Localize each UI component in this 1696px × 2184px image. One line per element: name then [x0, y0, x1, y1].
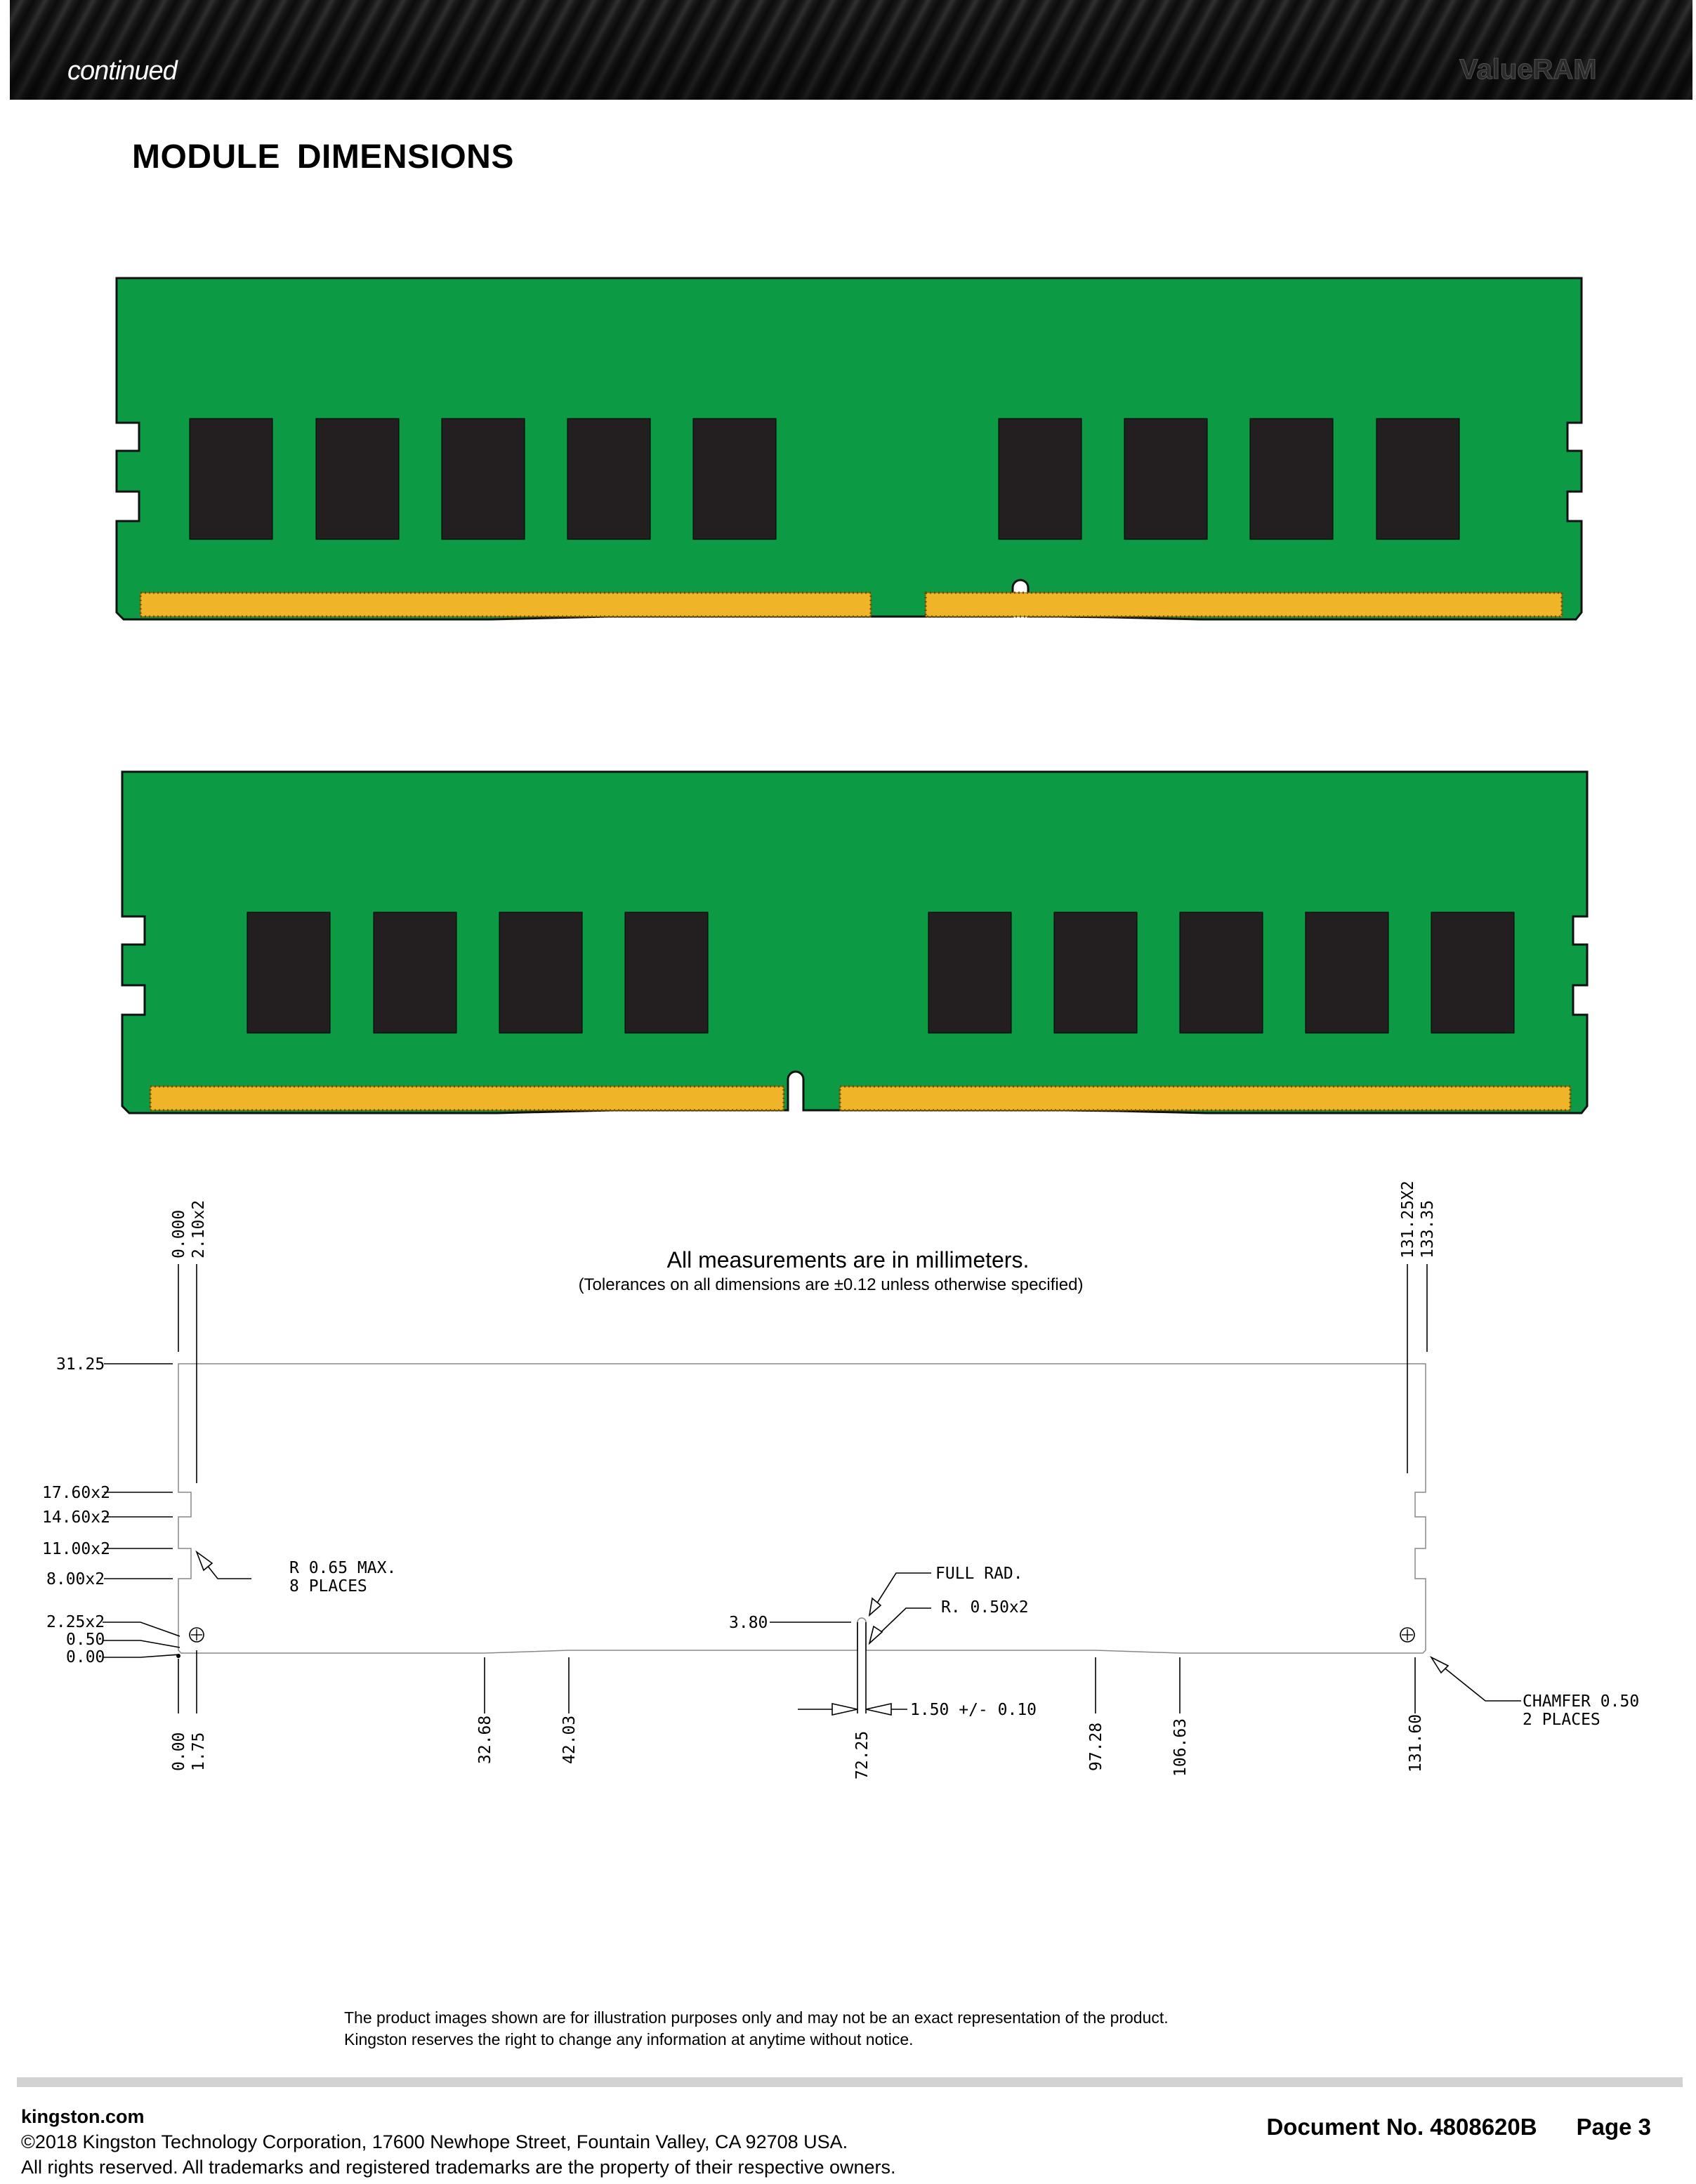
dim-left-11-00x2: 11.00x2: [42, 1540, 110, 1558]
dim-bottom-0-00: 0.00: [170, 1732, 188, 1771]
measurement-note: All measurements are in millimeters.: [666, 1247, 1030, 1272]
callout-chamfer-line2: 2 PLACES: [1523, 1711, 1600, 1729]
module-outline-drawing: [178, 1363, 1426, 1654]
dram-chip: [499, 912, 583, 1034]
dim-top-131-25x2: 131.25X2: [1399, 1180, 1417, 1258]
dim-left-0-50: 0.50: [66, 1631, 105, 1649]
dim-bottom-131-60: 131.60: [1407, 1714, 1425, 1772]
gold-contacts-left: [140, 592, 872, 617]
module-front-view: [115, 277, 1583, 621]
footer-left: kingston.com ©2018 Kingston Technology C…: [21, 2104, 896, 2180]
dram-chip: [1249, 418, 1334, 540]
dram-chip: [373, 912, 457, 1034]
dim-bottom-106-63: 106.63: [1171, 1718, 1190, 1777]
dram-chip: [928, 912, 1012, 1034]
dimension-drawing: 0.000 2.10x2 131.25X2 133.35 31.25 17.60…: [42, 1180, 1639, 1780]
disclaimer: The product images shown are for illustr…: [344, 2007, 1169, 2051]
section-title: MODULE DIMENSIONS: [132, 138, 514, 176]
dim-left-8-00x2: 8.00x2: [46, 1570, 105, 1588]
footer-copyright: ©2018 Kingston Technology Corporation, 1…: [21, 2131, 848, 2152]
dim-key-3-80: 3.80: [729, 1614, 768, 1632]
dram-chip: [1376, 418, 1460, 540]
disclaimer-line-2: Kingston reserves the right to change an…: [344, 2030, 914, 2048]
gold-contacts-right: [925, 592, 1563, 617]
dram-chip: [567, 418, 651, 540]
dim-left-2-25x2: 2.25x2: [46, 1613, 105, 1631]
footer-rights: All rights reserved. All trademarks and …: [21, 2157, 896, 2178]
dram-chip: [998, 418, 1082, 540]
callout-r065-line1: R 0.65 MAX.: [289, 1559, 396, 1577]
dim-left-14-60x2: 14.60x2: [42, 1508, 110, 1527]
dim-left-31-25: 31.25: [56, 1355, 105, 1374]
document-number: Document No. 4808620B: [1266, 2114, 1537, 2140]
dram-chip: [441, 418, 525, 540]
dim-left-0-00: 0.00: [66, 1648, 105, 1666]
dram-chip: [189, 418, 273, 540]
continued-label: continued: [67, 56, 178, 86]
callout-full-rad: FULL RAD.: [935, 1565, 1023, 1583]
header-banner: continued ValueRAM: [10, 0, 1692, 100]
valueram-logo: ValueRAM: [1459, 54, 1598, 86]
callout-r065-line2: 8 PLACES: [289, 1577, 367, 1596]
tolerance-note: (Tolerances on all dimensions are ±0.12 …: [578, 1275, 1084, 1294]
dram-chip: [1179, 912, 1263, 1034]
footer-site-link[interactable]: kingston.com: [21, 2106, 145, 2127]
dram-chip: [315, 418, 400, 540]
gold-contacts-left: [150, 1086, 784, 1111]
dim-bottom-1-75: 1.75: [190, 1732, 208, 1771]
dim-top-133-35: 133.35: [1419, 1200, 1437, 1258]
dram-chip: [692, 418, 777, 540]
dram-chip: [1053, 912, 1138, 1034]
dram-chip: [1431, 912, 1515, 1034]
dram-chip: [1305, 912, 1389, 1034]
footer-right: Document No. 4808620B Page 3: [1266, 2114, 1651, 2140]
dim-key-width: 1.50 +/- 0.10: [910, 1701, 1037, 1719]
svg-text:ValueRAM: ValueRAM: [1459, 54, 1597, 85]
dim-bottom-97-28: 97.28: [1087, 1723, 1105, 1771]
page-number: Page 3: [1576, 2114, 1651, 2140]
chips-front: [189, 418, 1460, 540]
disclaimer-line-1: The product images shown are for illustr…: [344, 2008, 1169, 2027]
dram-chip: [246, 912, 331, 1034]
chips-back: [246, 912, 1515, 1034]
callout-chamfer-line1: CHAMFER 0.50: [1523, 1692, 1639, 1711]
dim-bottom-32-68: 32.68: [476, 1716, 494, 1764]
dim-left-17-60x2: 17.60x2: [42, 1484, 110, 1502]
callout-r050: R. 0.50x2: [941, 1598, 1029, 1617]
dim-bottom-72-25: 72.25: [853, 1731, 872, 1780]
module-back-view: [121, 770, 1589, 1114]
dram-chip: [624, 912, 709, 1034]
footer-divider: [17, 2077, 1683, 2087]
dim-top-0-000: 0.000: [170, 1210, 188, 1258]
gold-contacts-right: [839, 1086, 1571, 1111]
dim-bottom-42-03: 42.03: [560, 1716, 579, 1764]
dram-chip: [1124, 418, 1208, 540]
dim-top-2-10x2: 2.10x2: [190, 1200, 208, 1258]
